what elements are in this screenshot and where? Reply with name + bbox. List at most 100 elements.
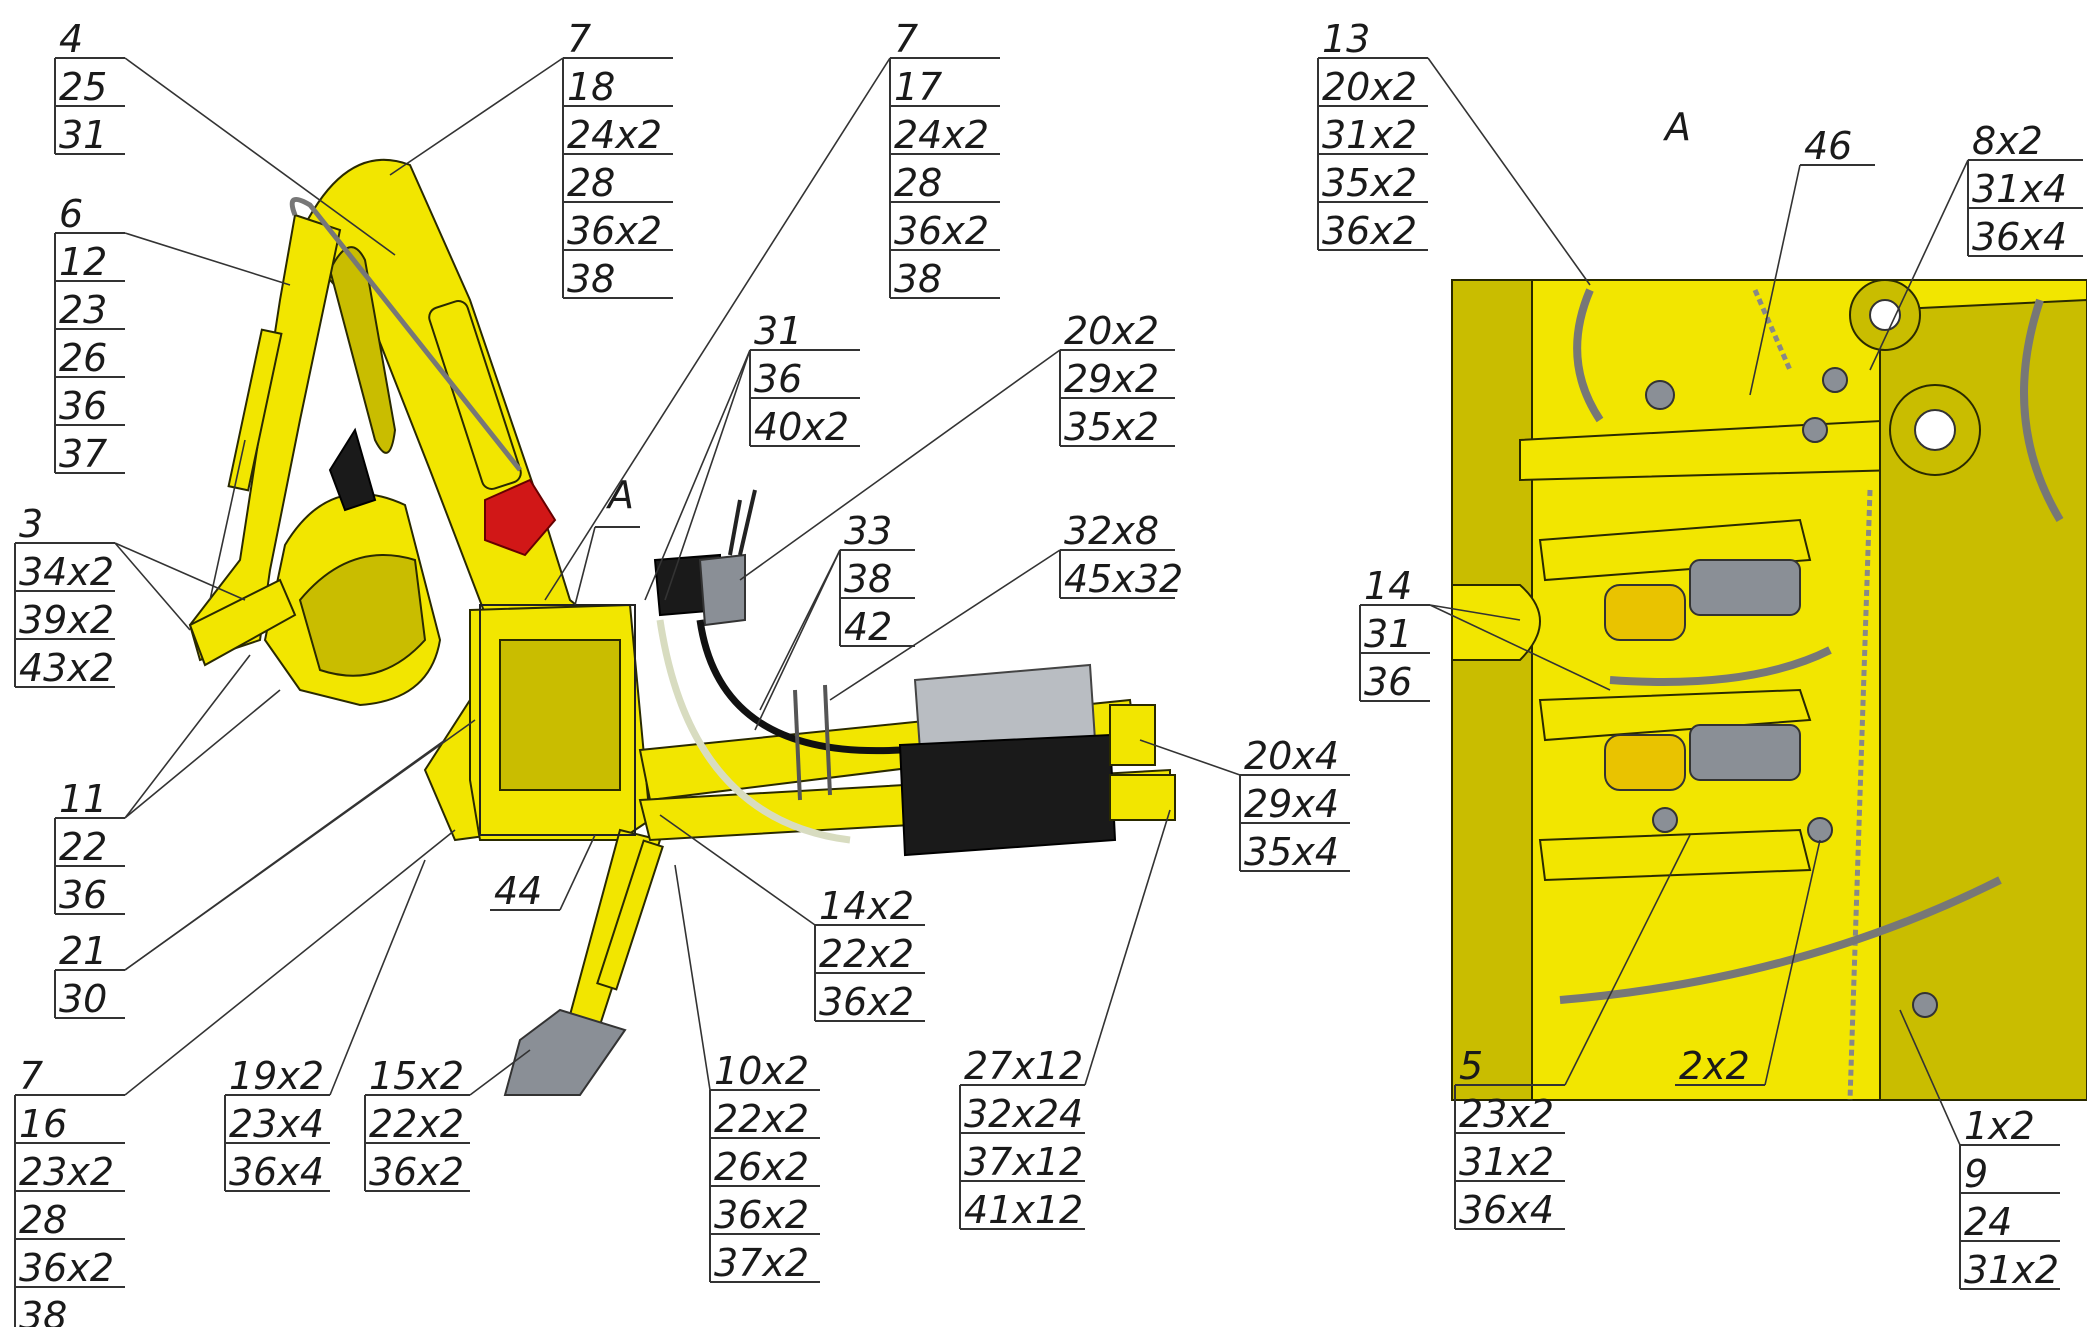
- callout-text: 31x2: [1322, 113, 1417, 157]
- detail-frame-label-leader: [574, 526, 596, 606]
- hydraulic-hose-black: [696, 619, 961, 755]
- callout-text: 1x2: [1964, 1104, 2035, 1148]
- callout-text: 34x2: [19, 550, 114, 594]
- detail-pivot-bushing-1: [1604, 584, 1686, 641]
- callout-text: 23x2: [1459, 1092, 1554, 1136]
- callout-text: 14x2: [819, 884, 914, 928]
- callout-text: 36x2: [894, 209, 989, 253]
- callout-text: 13: [1322, 17, 1370, 61]
- callout-text: 25: [59, 65, 107, 109]
- callout-text: 6: [59, 192, 83, 236]
- rear-mount-upper: [1109, 704, 1156, 766]
- callout-text: 28: [567, 161, 615, 205]
- callout-text: 31: [1364, 612, 1412, 656]
- dipper-cylinder: [227, 328, 283, 492]
- detail-chain: [1847, 489, 1873, 1101]
- callout-leader: [124, 689, 281, 819]
- callout-leader: [124, 654, 251, 819]
- callout-text: 31x2: [1459, 1140, 1554, 1184]
- callout-c-2x2: 2x2: [1675, 839, 1821, 1088]
- callout-text: 44: [494, 869, 542, 913]
- control-lever-2: [738, 489, 757, 556]
- callout-leader: [329, 859, 426, 1096]
- bucket-liner: [328, 427, 377, 512]
- callout-text: 36: [59, 384, 107, 428]
- callout-text: 20x2: [1064, 309, 1159, 353]
- callout-leader: [674, 864, 711, 1091]
- callout-text: 36x2: [19, 1246, 114, 1290]
- callout-leader: [659, 814, 816, 926]
- detail-view-a: [1451, 279, 2087, 1101]
- callout-text: 15x2: [369, 1054, 464, 1098]
- callout-leader: [544, 57, 891, 601]
- detail-frame-label: A: [605, 473, 634, 517]
- detail-pivot-plate-2: [1538, 688, 1812, 742]
- detail-pin-2: [1689, 724, 1801, 781]
- callout-text: 27x12: [964, 1044, 1083, 1088]
- callout-text: 20x4: [1244, 734, 1339, 778]
- callout-text: 12: [59, 240, 107, 284]
- callout-text: 26x2: [714, 1145, 809, 1189]
- callout-text: 36x2: [1322, 209, 1417, 253]
- callout-text: 17: [894, 65, 942, 109]
- callout-text: 23x2: [19, 1150, 114, 1194]
- callout-text: 38: [19, 1294, 67, 1327]
- detail-ear: [1451, 584, 1541, 661]
- callout-leader: [124, 829, 456, 1096]
- hydraulic-tank: [898, 733, 1117, 857]
- callout-text: 36x2: [369, 1150, 464, 1194]
- callout-text: 9: [1964, 1152, 1988, 1196]
- callout-text: 20x2: [1322, 65, 1417, 109]
- callout-text: 31: [59, 113, 107, 157]
- callout-text: 30: [59, 977, 107, 1021]
- bucket-inner: [298, 554, 427, 677]
- callout-text: 31x4: [1972, 167, 2067, 211]
- hook-2: [823, 684, 832, 796]
- callout-text: 3: [19, 502, 43, 546]
- callout-leader: [1429, 604, 1521, 621]
- callout-text: 36: [59, 873, 107, 917]
- detail-hose-4: [1573, 288, 1604, 423]
- callout-leader: [1899, 1009, 1961, 1146]
- callout-text: 7: [894, 17, 918, 61]
- callout-leader: [124, 57, 396, 256]
- callout-text: 29x4: [1244, 782, 1339, 826]
- callout-text: 28: [19, 1198, 67, 1242]
- callout-text: 36: [754, 357, 802, 401]
- control-valve-body: [698, 553, 746, 627]
- callout-text: 36x2: [714, 1193, 809, 1237]
- callout-leader: [1869, 159, 1969, 371]
- callout-text: 31x2: [1964, 1248, 2059, 1292]
- callout-leader: [759, 549, 841, 711]
- callout-text: 14: [1364, 564, 1412, 608]
- callout-text: 11: [59, 777, 107, 821]
- callout-text: 22: [59, 825, 107, 869]
- callout-leader: [1084, 809, 1171, 1086]
- callout-text: 37: [59, 432, 107, 476]
- callout-leader: [1139, 739, 1241, 776]
- detail-pivot-bushing-2: [1604, 734, 1686, 791]
- callout-leader: [124, 232, 291, 286]
- hydraulic-hose-light: [656, 619, 851, 844]
- callout-text: 37x12: [964, 1140, 1083, 1184]
- callout-leader: [389, 57, 564, 176]
- callout-text: 36x2: [819, 980, 914, 1024]
- callout-text: 22x2: [714, 1097, 809, 1141]
- callout-text: 41x12: [964, 1188, 1083, 1232]
- callout-leader: [114, 542, 191, 631]
